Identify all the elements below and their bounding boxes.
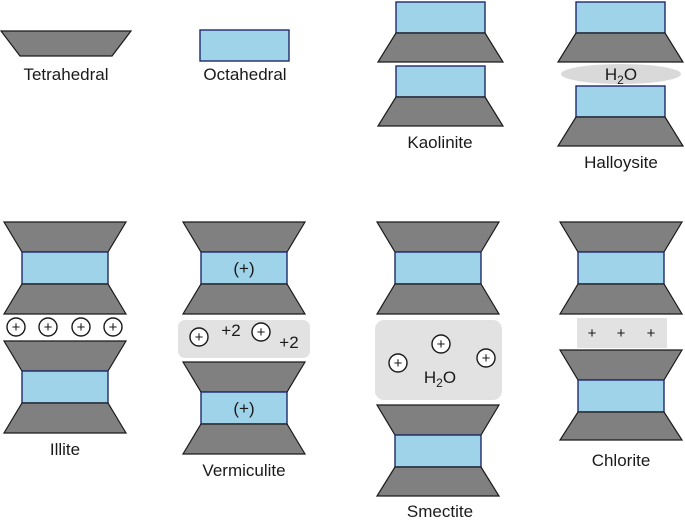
tetrahedral-sheet [556, 32, 685, 63]
water-formula: H2O [605, 65, 637, 87]
interlayer-charge: +2 [221, 321, 240, 340]
halloysite-label: Halloysite [584, 153, 658, 172]
tetrahedral-sheet [181, 361, 307, 393]
kaolinite-structure: Kaolinite [376, 1, 505, 152]
interlayer-charge: +2 [279, 333, 298, 352]
cation-symbol [6, 317, 26, 337]
hydroxide-interlayer [577, 318, 667, 348]
tetrahedral-sheet [558, 283, 684, 315]
tetrahedral-sheet [181, 221, 307, 253]
octahedral-charge: (+) [233, 399, 254, 418]
octahedral-sheet [395, 1, 486, 34]
cation-symbol [431, 334, 451, 354]
octahedral-sheet [395, 65, 486, 98]
tetrahedral-sheet [375, 221, 501, 253]
cation-sign: + [257, 324, 266, 341]
tetrahedral-sheet [375, 404, 501, 436]
cation-sign: + [195, 329, 204, 346]
chlorite-structure: + + + Chlorite [558, 221, 684, 470]
smectite-structure: + + + H2O Smectite [375, 221, 502, 521]
vermiculite-label: Vermiculite [202, 461, 285, 480]
halloysite-structure: H2O Halloysite [556, 1, 685, 172]
cation-symbol [476, 348, 496, 368]
hydrated-cation-interlayer [178, 320, 310, 358]
interlayer-plus: + [617, 325, 626, 342]
cation-symbol [388, 353, 408, 373]
cation-sign: + [437, 336, 446, 353]
octahedral-sheet [575, 85, 666, 118]
cation-symbol [251, 322, 271, 342]
tetrahedral-sheet [376, 32, 505, 63]
octahedral-sheet [394, 434, 482, 468]
cation-symbol [71, 317, 91, 337]
octahedral-sheet [394, 251, 482, 285]
octahedral-sheet [21, 251, 109, 285]
water-formula: H2O [424, 368, 456, 390]
tetrahedral-sheet [181, 283, 307, 315]
interlayer-plus: + [588, 325, 597, 342]
cation-sign: + [394, 355, 403, 372]
octahedral-sheet [577, 251, 665, 285]
cation-sign: + [77, 319, 86, 336]
cation-sign: + [482, 350, 491, 367]
tetrahedral-sheet [558, 411, 684, 441]
tetrahedral-sheet [2, 402, 128, 434]
cation-symbol [38, 317, 58, 337]
tetrahedral-sheet [0, 30, 133, 57]
cation-symbol [189, 327, 209, 347]
cation-sign: + [44, 319, 53, 336]
tetrahedral-label: Tetrahedral [23, 65, 108, 84]
legend-octahedral: Octahedral [199, 29, 290, 84]
tetrahedral-sheet [558, 349, 684, 381]
octahedral-label: Octahedral [203, 65, 286, 84]
tetrahedral-sheet [375, 283, 501, 315]
kaolinite-label: Kaolinite [407, 133, 472, 152]
smectite-label: Smectite [407, 502, 473, 521]
octahedral-sheet [577, 379, 665, 413]
chlorite-label: Chlorite [592, 451, 651, 470]
illite-structure: + + + + Illite [2, 221, 128, 459]
tetrahedral-sheet [2, 221, 128, 253]
tetrahedral-sheet [556, 116, 685, 147]
cation-sign: + [12, 319, 21, 336]
vermiculite-structure: (+) + +2 + +2 (+) Vermiculite [178, 221, 310, 480]
illite-label: Illite [50, 440, 80, 459]
interlayer-plus: + [647, 325, 656, 342]
octahedral-charge: (+) [233, 259, 254, 278]
octahedral-sheet [199, 29, 290, 62]
octahedral-sheet [575, 1, 666, 34]
tetrahedral-sheet [2, 340, 128, 372]
hydrated-interlayer [375, 320, 502, 400]
tetrahedral-sheet [558, 221, 684, 253]
legend-tetrahedral: Tetrahedral [0, 30, 133, 84]
cation-sign: + [109, 319, 118, 336]
interlayer-cations: + + + + [6, 317, 123, 337]
octahedral-sheet [21, 370, 109, 404]
tetrahedral-sheet [376, 96, 505, 127]
tetrahedral-sheet [181, 423, 307, 455]
tetrahedral-sheet [375, 466, 501, 497]
water-interlayer [561, 64, 681, 84]
tetrahedral-sheet [2, 283, 128, 315]
cation-symbol [103, 317, 123, 337]
